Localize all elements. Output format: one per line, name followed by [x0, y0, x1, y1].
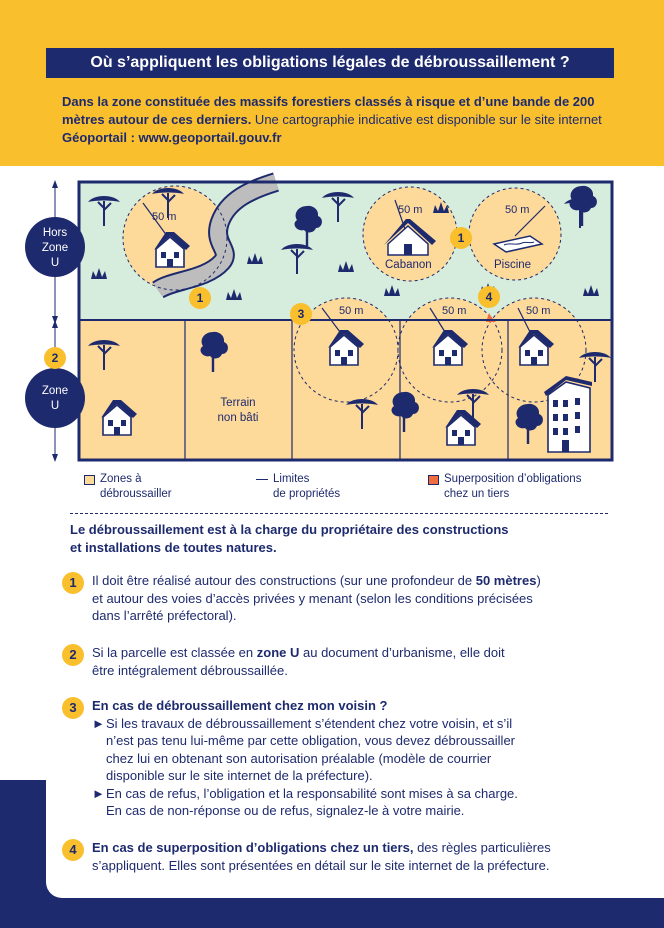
item-number: 2 [62, 644, 84, 666]
dist-label: 50 m [526, 305, 550, 317]
marker-2: 2 [44, 347, 66, 369]
marker-3: 3 [290, 303, 312, 325]
intro-text: Dans la zone constituée des massifs fore… [62, 93, 602, 147]
svg-text:Zone: Zone [42, 385, 68, 397]
item-3-heading: En cas de débroussaillement chez mon voi… [92, 698, 388, 713]
item-number: 3 [62, 697, 84, 719]
arrow-right-icon: ► [92, 785, 105, 801]
legend-zones: Zones à débroussailler [84, 472, 172, 502]
dist-label: 50 m [339, 305, 363, 317]
legend-superposition-line2: chez un tiers [444, 488, 510, 500]
cabanon-label: Cabanon [385, 259, 432, 271]
legend-limites-line [256, 479, 268, 480]
legend-superposition-swatch [428, 475, 439, 485]
page-title: Où s’appliquent les obligations légales … [46, 48, 614, 78]
item-3-bullet-2: ► En cas de refus, l’obligation et la re… [92, 785, 518, 819]
intro-site: Géoportail : www.geoportail.gouv.fr [62, 130, 282, 145]
item-number: 4 [62, 839, 84, 861]
separator [70, 513, 608, 514]
svg-text:Hors: Hors [43, 227, 68, 239]
building-icon [544, 376, 592, 453]
item-3: 3 En cas de débroussaillement chez mon v… [62, 697, 622, 820]
legend-limites-line2: de propriétés [273, 488, 341, 500]
item-number: 1 [62, 572, 84, 594]
road-surface [153, 174, 279, 297]
legend-superposition: Superposition d’obligations chez un tier… [428, 472, 581, 502]
svg-text:U: U [51, 400, 59, 412]
legend-zones-swatch [84, 475, 95, 485]
svg-text:4: 4 [486, 290, 493, 304]
terrain-label-2: non bâti [218, 412, 259, 424]
svg-text:1: 1 [458, 231, 465, 245]
legend-zones-line2: débroussailler [100, 488, 172, 500]
legend-limites-line1: Limites [273, 473, 310, 485]
intro-bold: Dans la zone constituée des massifs fore… [62, 94, 595, 127]
lead-text: Le débroussaillement est à la charge du … [70, 522, 509, 555]
pool-icon [492, 235, 544, 253]
legend-zones-line1: Zones à [100, 473, 142, 485]
item-2: 2 Si la parcelle est classée en zone U a… [62, 644, 622, 679]
svg-text:2: 2 [52, 351, 59, 365]
intro-normal: Une cartographie indicative est disponib… [251, 112, 602, 127]
dist-label: 50 m [442, 305, 466, 317]
legend-superposition-line1: Superposition d’obligations [444, 473, 582, 485]
dist-label: 50 m [505, 204, 529, 216]
svg-text:1: 1 [197, 291, 204, 305]
item-3-bullet-1: ► Si les travaux de débroussaillement s’… [92, 715, 516, 784]
svg-text:3: 3 [298, 307, 305, 321]
svg-text:U: U [51, 257, 59, 269]
marker-4: 4 [478, 286, 500, 308]
debroussaillement-diagram: 50 m 50 m 50 m 50 m 50 m 50 m Cabanon Pi… [25, 172, 614, 462]
legend-limites: Limites de propriétés [256, 472, 340, 502]
piscine-label: Piscine [494, 259, 531, 271]
content-card [46, 506, 664, 898]
dist-label: 50 m [152, 211, 176, 223]
circle-outlines [122, 185, 587, 403]
zone-hors-badge: Hors Zone U [25, 217, 85, 277]
header-band [0, 0, 664, 166]
terrain-label-1: Terrain [220, 397, 255, 409]
cabanon-icon [384, 219, 436, 256]
item-4: 4 En cas de superposition d’obligations … [62, 839, 622, 874]
marker-1-road: 1 [189, 287, 211, 309]
clearance-circle [469, 188, 561, 280]
svg-text:Zone: Zone [42, 242, 68, 254]
dist-label: 50 m [398, 204, 422, 216]
arrow-right-icon: ► [92, 715, 105, 731]
zone-u-badge: Zone U [25, 368, 85, 428]
property-limits [184, 320, 509, 460]
marker-1-between: 1 [450, 227, 472, 249]
item-1: 1 Il doit être réalisé autour des constr… [62, 572, 622, 625]
